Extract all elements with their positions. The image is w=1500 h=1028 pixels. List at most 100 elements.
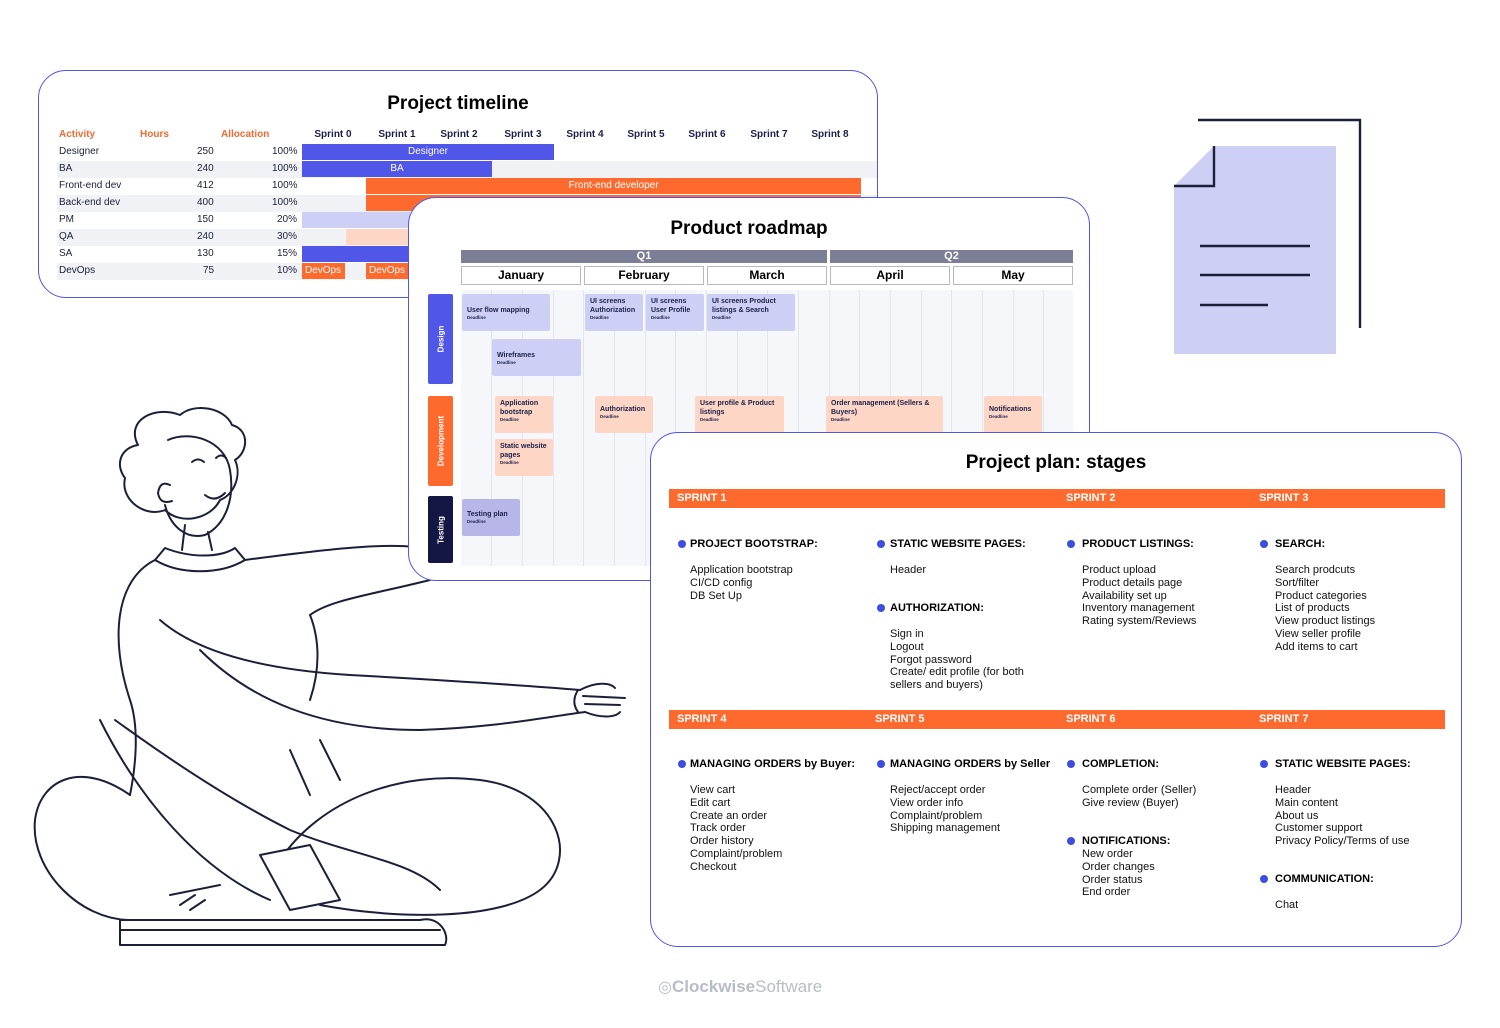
sprint-label: SPRINT 4 [677,713,727,725]
sprint-label: SPRINT 6 [1066,713,1116,725]
bullet-dot [1260,540,1268,548]
gantt-bar-designer: Designer [302,144,554,160]
activity-cell: QA [59,231,74,242]
hours-cell: 150 [197,214,214,225]
sprint-header: Sprint 4 [566,129,604,140]
month-february: February [584,266,704,285]
clockwise-logo: ◎ClockwiseSoftware [658,977,823,996]
bullet-dot [1067,540,1075,548]
table-row: Designer 250 100% [57,144,877,161]
stage-heading: COMMUNICATION: [1275,873,1374,885]
table-row: Front-end dev 412 100% [57,178,877,195]
sprint-band-1: SPRINT 1 SPRINT 2 SPRINT 3 [669,489,1445,508]
plan-title: Project plan: stages [965,452,1147,473]
allocation-cell: 100% [272,180,298,191]
month-may: May [953,266,1073,285]
gantt-bar-devops: DevOps [302,263,345,279]
stage-items: Complete order (Seller) Give review (Buy… [1082,784,1197,809]
timeline-title: Project timeline [387,93,529,114]
activity-cell: Designer [59,146,100,157]
lane-testing: Testing [428,496,453,563]
hours-cell: 130 [197,248,214,259]
stage-items: Header Main content About us Customer su… [1275,784,1410,848]
gantt-bar-devops: DevOps [366,263,409,279]
stage-heading: MANAGING ORDERS by Seller [890,758,1051,770]
activity-cell: Back-end dev [59,197,121,208]
col-activity: Activity [59,129,96,140]
hours-cell: 412 [197,180,214,191]
sprint-header: Sprint 6 [688,129,726,140]
project-plan-card: Project plan: stages SPRINT 1 SPRINT 2 S… [650,432,1462,947]
sprint-header: Sprint 0 [314,129,352,140]
quarter-q1: Q1 [461,250,827,263]
sprint-header: Sprint 2 [440,129,478,140]
sprint-label: SPRINT 2 [1066,492,1116,504]
activity-cell: PM [59,214,74,225]
allocation-cell: 100% [272,197,298,208]
roadmap-title: Product roadmap [670,218,828,239]
allocation-cell: 100% [272,146,298,157]
stage-heading: AUTHORIZATION: [890,602,984,614]
activity-cell: DevOps [59,265,96,276]
gantt-bar-frontend: Front-end developer [366,178,861,194]
table-row: PM 150 20% [57,212,877,229]
sprint-header: Sprint 7 [750,129,788,140]
stage-heading: COMPLETION: [1082,758,1159,770]
bullet-dot [1260,875,1268,883]
task-card[interactable]: Order management (Sellers & Buyers)Deadl… [826,396,943,433]
hours-cell: 240 [197,163,214,174]
stage-items: Header [890,564,927,576]
sprint-label: SPRINT 7 [1259,713,1309,725]
hours-cell: 240 [197,231,214,242]
month-january: January [461,266,581,285]
stage-items: View cart Edit cart Create an order Trac… [690,784,783,873]
activity-cell: BA [59,163,73,174]
sprint-label: SPRINT 3 [1259,492,1309,504]
stage-items: New order Order changes Order status End… [1082,848,1155,899]
sprint-header: Sprint 8 [811,129,849,140]
bullet-dot [877,540,885,548]
sprint-header: Sprint 3 [504,129,542,140]
bullet-dot [678,540,686,548]
stage-heading: NOTIFICATIONS: [1082,835,1171,847]
bullet-dot [1067,837,1075,845]
logo-icon: ◎ [658,979,672,996]
allocation-cell: 10% [277,265,298,276]
stage-heading: PRODUCT LISTINGS: [1082,538,1194,550]
month-april: April [830,266,950,285]
stage-items: Product upload Product details page Avai… [1082,564,1197,628]
quarter-q2: Q2 [830,250,1073,263]
allocation-cell: 100% [272,163,298,174]
hours-cell: 75 [203,265,215,276]
activity-cell: Front-end dev [59,180,122,191]
stage-heading: PROJECT BOOTSTRAP: [690,538,818,550]
sprint-band-2: SPRINT 4 SPRINT 5 SPRINT 6 SPRINT 7 [669,710,1445,729]
stage-items: Search prodcuts Sort/filter Product cate… [1275,564,1376,653]
allocation-cell: 15% [277,248,298,259]
document-icon [1174,118,1362,354]
bullet-dot [877,604,885,612]
bullet-dot [1260,760,1268,768]
stage-items: Application bootstrap CI/CD config DB Se… [690,564,793,602]
allocation-cell: 20% [277,214,298,225]
sprint-header: Sprint 5 [627,129,665,140]
sprint-label: SPRINT 1 [677,492,727,504]
hours-cell: 400 [197,197,214,208]
sprint-label: SPRINT 5 [875,713,925,725]
stage-heading: STATIC WEBSITE PAGES: [1275,758,1411,770]
hours-cell: 250 [197,146,214,157]
col-hours: Hours [140,129,169,140]
